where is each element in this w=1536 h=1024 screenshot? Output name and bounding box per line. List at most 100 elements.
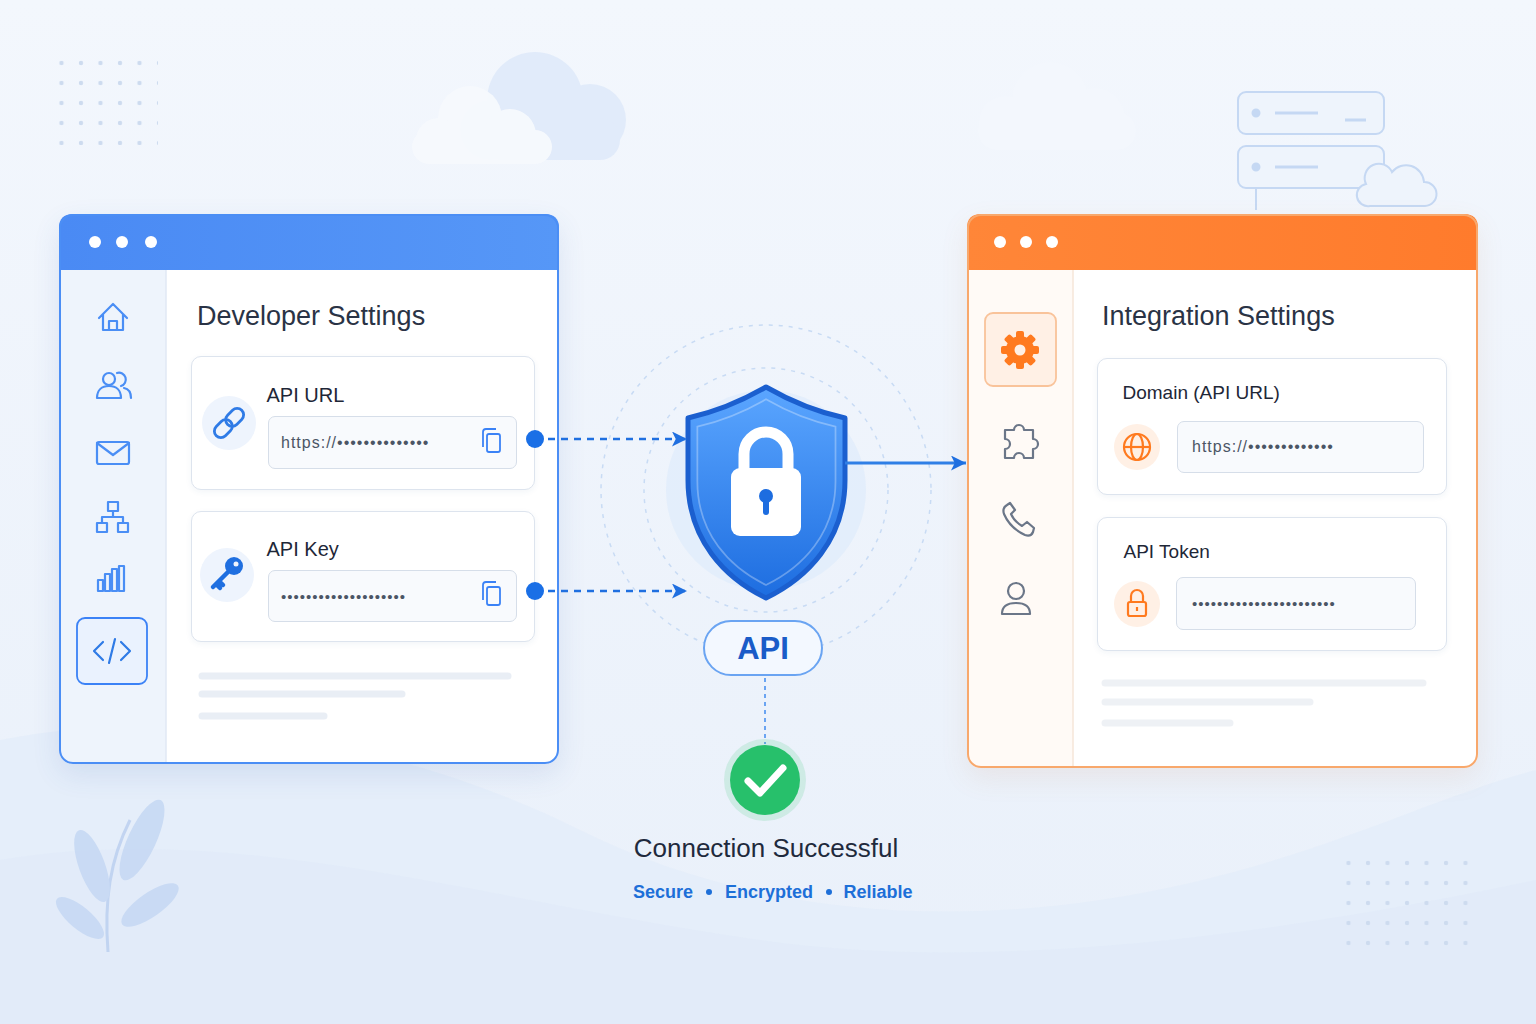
sidebar-icon bbox=[1003, 503, 1034, 536]
sidebar-icon bbox=[97, 523, 107, 532]
sidebar-icon bbox=[77, 304, 147, 684]
placeholder-line bbox=[1105, 699, 1310, 706]
lock-icon bbox=[1114, 581, 1160, 627]
sidebar-icon bbox=[103, 373, 115, 385]
window-chrome bbox=[165, 270, 167, 763]
node-label: API URL bbox=[267, 385, 345, 405]
sidebar-icon bbox=[97, 442, 129, 464]
link-icon bbox=[202, 396, 256, 450]
window-chrome bbox=[967, 214, 1478, 768]
connector-arrow bbox=[535, 438, 687, 441]
key-icon bbox=[200, 548, 254, 602]
dot-grid bbox=[1342, 858, 1470, 950]
link-icon bbox=[212, 406, 247, 441]
key-icon bbox=[225, 557, 243, 575]
cloud bbox=[438, 86, 502, 150]
server-icon bbox=[1238, 92, 1384, 134]
globe-icon bbox=[1124, 434, 1150, 460]
cloud bbox=[412, 86, 552, 164]
connector-arrow bbox=[535, 590, 687, 593]
node-label: Developer Settings bbox=[197, 303, 425, 330]
cloud bbox=[978, 62, 1136, 150]
server-icon bbox=[1275, 112, 1318, 115]
masked-value: https://•••••••••••••• bbox=[281, 435, 429, 451]
placeholder-line bbox=[1105, 683, 1423, 723]
sidebar-icon bbox=[1006, 336, 1034, 364]
background-hill bbox=[0, 726, 1536, 1024]
node-label: Domain (API URL) bbox=[1123, 382, 1280, 401]
sidebar-icon bbox=[1001, 346, 1039, 354]
sidebar-icon bbox=[1004, 334, 1037, 367]
plant-decoration bbox=[115, 876, 184, 935]
key-icon bbox=[213, 571, 229, 588]
window-chrome bbox=[994, 236, 1006, 248]
plant-decoration bbox=[107, 820, 130, 952]
sidebar-icon bbox=[985, 313, 1056, 386]
cloud bbox=[416, 118, 460, 162]
placeholder-line bbox=[202, 673, 508, 680]
copy-icon bbox=[483, 429, 496, 447]
security-shield bbox=[644, 368, 888, 612]
sidebar-icon bbox=[77, 618, 147, 684]
lock-icon bbox=[1114, 581, 1160, 627]
globe-icon bbox=[1131, 434, 1143, 460]
globe-icon bbox=[1114, 424, 1160, 470]
status-tag: Secure bbox=[633, 883, 693, 901]
window-chrome bbox=[89, 236, 101, 248]
security-shield bbox=[731, 468, 801, 536]
server-icon bbox=[1238, 92, 1437, 210]
security-shield bbox=[688, 387, 845, 598]
status-tag: Encrypted bbox=[725, 883, 813, 901]
security-shield bbox=[759, 489, 773, 503]
security-shield bbox=[601, 325, 931, 655]
sidebar-icon bbox=[1001, 331, 1039, 369]
key-icon bbox=[200, 548, 254, 602]
sidebar-icon bbox=[94, 639, 130, 663]
input-field: https://•••••••••••••• bbox=[268, 416, 517, 469]
cloud bbox=[480, 118, 620, 160]
input-field: ••••••••••••••••••••••• bbox=[1176, 577, 1416, 630]
cloud bbox=[487, 52, 583, 148]
window-chrome bbox=[1072, 270, 1074, 767]
sidebar-icon bbox=[97, 386, 121, 398]
plant-decoration bbox=[50, 794, 185, 952]
cloud bbox=[1065, 88, 1125, 148]
server-icon bbox=[1275, 166, 1318, 169]
server-icon bbox=[1255, 188, 1257, 210]
cloud bbox=[979, 96, 1031, 148]
server-icon bbox=[1345, 119, 1366, 122]
sidebar-icon bbox=[1015, 345, 1026, 356]
window-chrome bbox=[59, 214, 559, 270]
server-icon bbox=[1238, 146, 1384, 188]
server-icon bbox=[1253, 164, 1260, 171]
input-field: https://••••••••••••• bbox=[1177, 421, 1424, 473]
settings-card: API Token••••••••••••••••••••••• bbox=[1097, 517, 1447, 651]
dot-grid bbox=[54, 53, 158, 145]
window-chrome bbox=[967, 214, 1478, 768]
sidebar-icon bbox=[985, 313, 1056, 614]
sidebar-icon bbox=[1005, 425, 1038, 458]
security-shield bbox=[763, 498, 769, 515]
cloud bbox=[412, 130, 552, 164]
copy-icon bbox=[483, 582, 496, 600]
plant-decoration bbox=[67, 826, 117, 906]
placeholder-line bbox=[202, 691, 402, 698]
sidebar-icon bbox=[119, 566, 124, 591]
masked-value: ••••••••••••••••••••••• bbox=[1192, 596, 1336, 611]
window-chrome bbox=[1020, 236, 1032, 248]
background-hill bbox=[0, 849, 1536, 1024]
placeholder-line bbox=[202, 713, 324, 720]
sidebar-icon bbox=[98, 580, 103, 591]
window-chrome bbox=[60, 270, 166, 763]
security-shield bbox=[697, 399, 835, 585]
cloud bbox=[554, 84, 626, 156]
lock-icon bbox=[1128, 590, 1146, 616]
window-chrome bbox=[116, 236, 128, 248]
settings-window: Developer SettingsAPI URL https://•••••••… bbox=[59, 214, 559, 764]
node-label: Integration Settings bbox=[1102, 303, 1335, 330]
security-hub: API bbox=[688, 385, 845, 677]
